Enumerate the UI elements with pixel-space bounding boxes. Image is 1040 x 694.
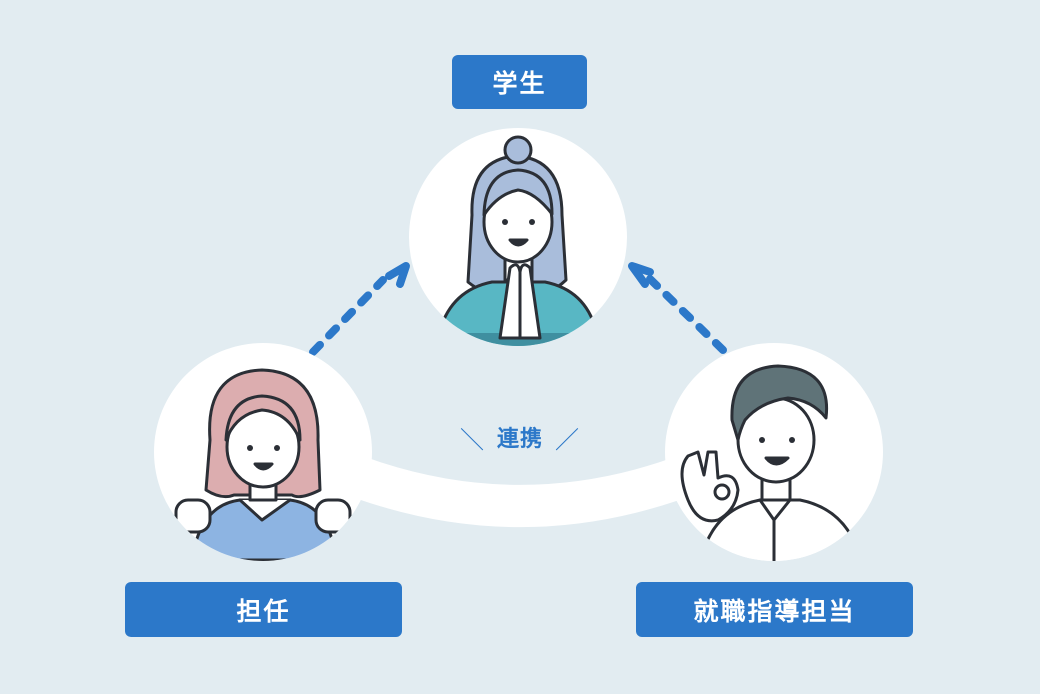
link-label: ＼ 連携 ／ [440,420,600,454]
homeroom-node [154,343,372,561]
career-node [665,343,883,561]
student-label: 学生 [452,55,587,109]
arrow-homeroom-to-student [309,262,410,356]
career-label: 就職指導担当 [636,582,913,637]
link-text: 連携 [496,427,543,452]
link-right-mark: ／ [555,425,580,454]
arrow-career-to-student [628,262,727,354]
student-node [409,128,627,346]
homeroom-label: 担任 [125,582,402,637]
link-left-mark: ＼ [459,425,485,454]
